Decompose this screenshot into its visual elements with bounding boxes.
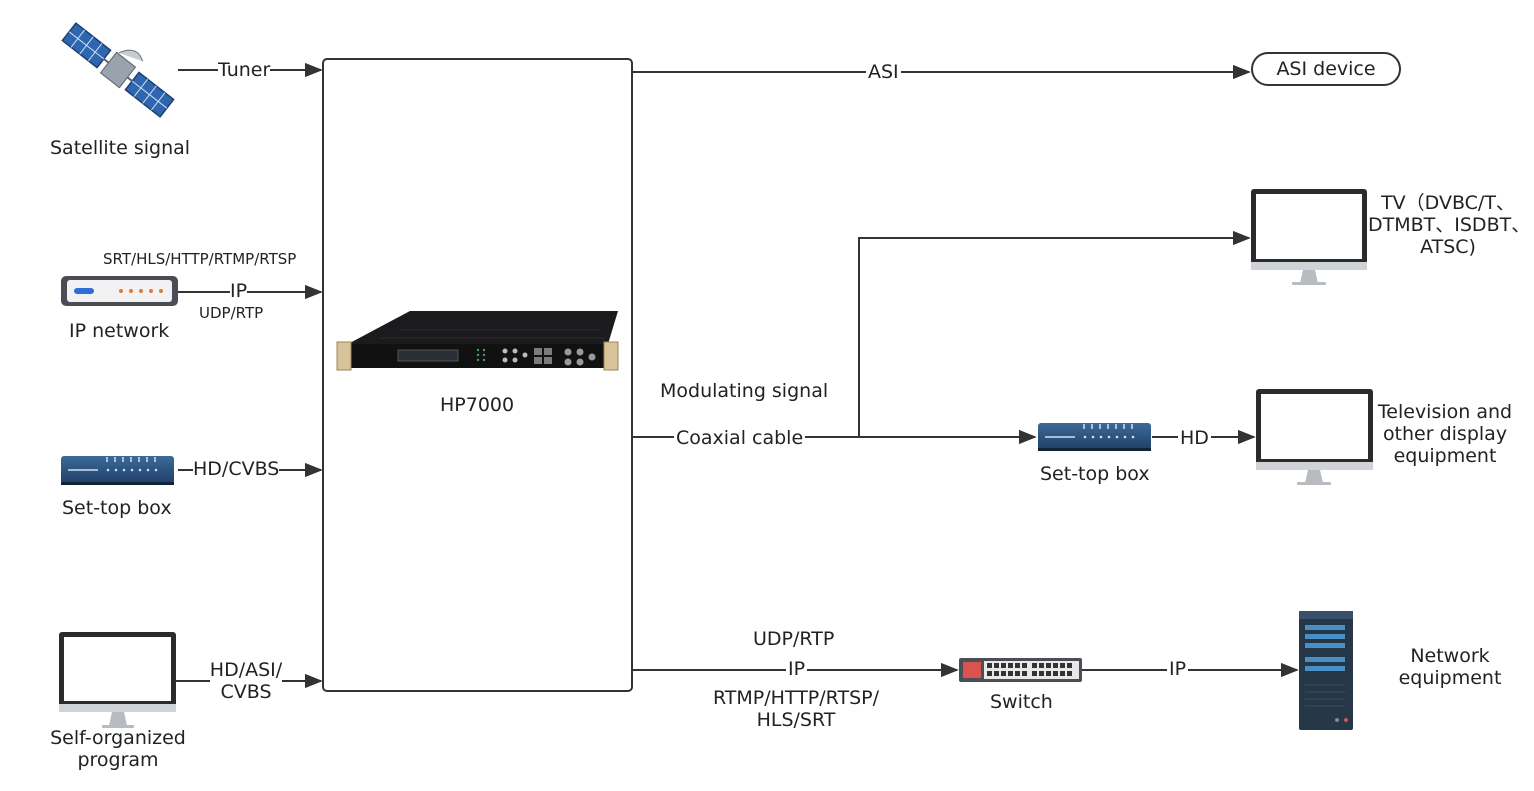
hdasi-label-line1: HD/ASI/	[209, 659, 283, 682]
hdasi-label-line2: CVBS	[220, 680, 272, 703]
ip-protocols-bottom-label: UDP/RTP	[199, 304, 264, 322]
tv-label-line2: DTMBT、ISDBT、	[1368, 213, 1531, 236]
coaxial-cable-label: Coaxial cable	[674, 427, 806, 450]
settop-out-label: Set-top box	[1040, 463, 1150, 485]
self-program-label: Self-organized program	[38, 727, 198, 772]
set-top-box-output-icon	[1038, 423, 1151, 451]
tv-label-line3: ATSC)	[1420, 235, 1476, 258]
network-equipment-line1: Network	[1410, 645, 1490, 667]
modulating-signal-label: Modulating signal	[660, 380, 829, 402]
network-equipment-line2: equipment	[1398, 666, 1502, 689]
device-name-label: HP7000	[440, 394, 515, 416]
monitor-icon	[59, 632, 176, 728]
display-monitor-icon	[1256, 389, 1373, 485]
self-program-line1: Self-organized	[50, 727, 186, 749]
network-equipment-label: Network equipment	[1385, 645, 1515, 690]
ip-out-protocols-bottom-label: RTMP/HTTP/RTSP/ HLS/SRT	[690, 687, 902, 732]
router-icon	[61, 276, 178, 306]
tv-label: TV（DVBC/T、 DTMBT、ISDBT、 ATSC)	[1368, 192, 1531, 259]
set-top-box-icon	[61, 456, 174, 485]
tv-connector	[858, 230, 1251, 437]
self-program-line2: program	[77, 748, 159, 771]
switch-ip-label: IP	[1167, 658, 1189, 681]
display-label-line2: other display	[1382, 422, 1508, 445]
server-icon	[1299, 611, 1353, 730]
ip-link-label: IP	[230, 280, 248, 303]
switch-icon	[959, 658, 1082, 682]
main-device-box	[322, 58, 633, 692]
ip-protocols-top-label: SRT/HLS/HTTP/RTMP/RTSP	[103, 250, 297, 268]
ip-out-protocols-bottom-line1: RTMP/HTTP/RTSP/	[712, 687, 880, 709]
ip-out-protocols-top-label: UDP/RTP	[753, 628, 835, 650]
display-label-line1: Television and	[1377, 401, 1513, 423]
ip-network-label: IP network	[69, 320, 170, 342]
tv-monitor-icon	[1251, 189, 1367, 285]
settop-in-label: Set-top box	[62, 497, 172, 519]
asi-link-label: ASI	[866, 61, 901, 84]
display-label-line3: equipment	[1393, 444, 1497, 467]
ip-out-protocols-bottom-line2: HLS/SRT	[756, 708, 836, 731]
tv-label-line1: TV（DVBC/T、	[1381, 192, 1515, 214]
satellite-icon	[61, 22, 175, 118]
ip-out-link-label: IP	[786, 658, 808, 681]
display-label: Television and other display equipment	[1373, 401, 1517, 468]
hd-out-label: HD	[1178, 427, 1211, 450]
asi-device-label: ASI device	[1276, 58, 1376, 80]
hdasi-label: HD/ASI/ CVBS	[198, 659, 294, 704]
tuner-label: Tuner	[218, 59, 271, 82]
asi-device-node: ASI device	[1251, 52, 1401, 86]
satellite-signal-label: Satellite signal	[50, 137, 191, 159]
hdcvbs-label: HD/CVBS	[193, 458, 280, 481]
rack-device-icon	[336, 311, 619, 371]
switch-label: Switch	[990, 691, 1053, 713]
